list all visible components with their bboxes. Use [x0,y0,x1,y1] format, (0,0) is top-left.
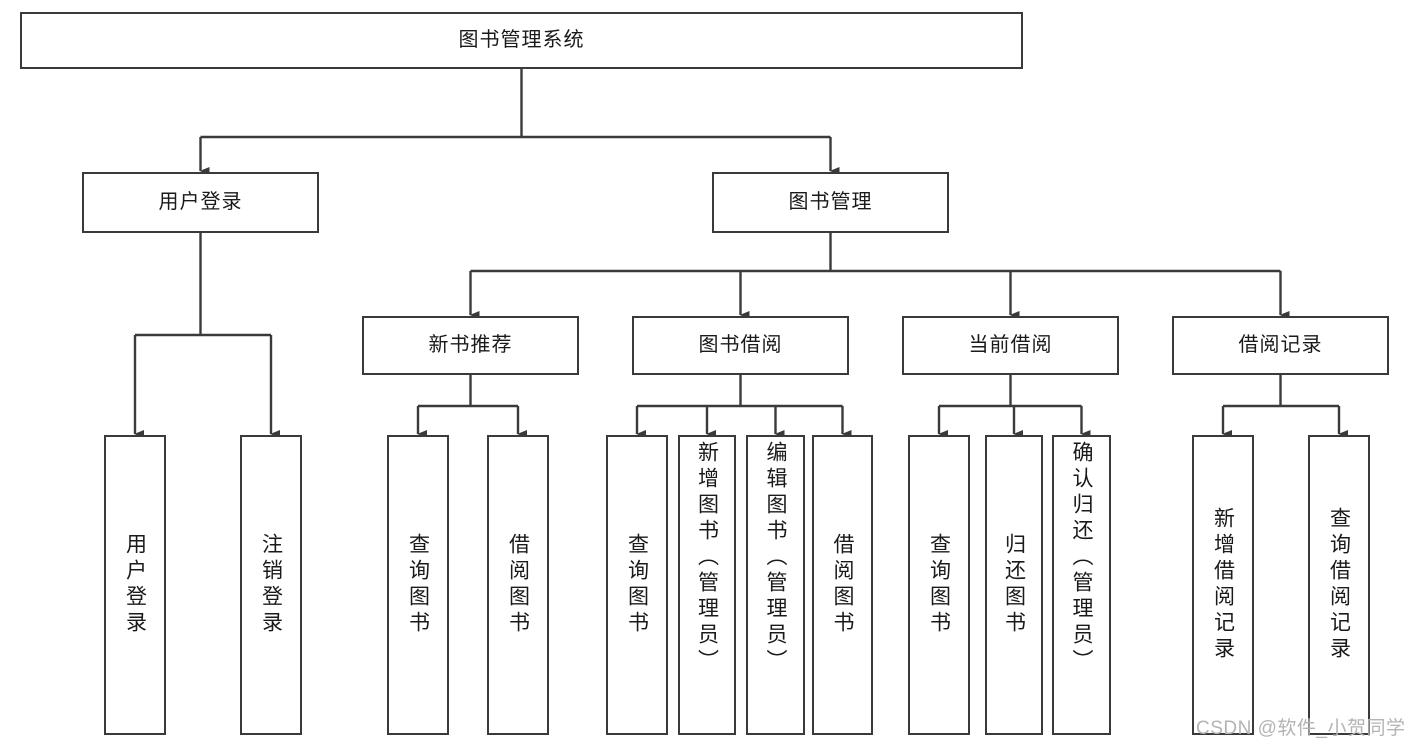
node-label: 查询图书 [625,533,649,637]
node-current-borrow[interactable]: 当前借阅 [902,316,1119,375]
node-root[interactable]: 图书管理系统 [20,12,1023,69]
node-label: 图书管理系统 [458,29,585,52]
node-user-login[interactable]: 用户登录 [82,172,319,233]
node-label: 当前借阅 [968,334,1053,357]
node-label: 查询借阅记录 [1327,507,1351,663]
node-label: 查询图书 [927,533,951,637]
node-label: 图书管理 [788,191,873,214]
node-label: 图书借阅 [698,334,783,357]
node-leaf-query-book-3[interactable]: 查询图书 [908,435,970,735]
node-book-manage[interactable]: 图书管理 [712,172,949,233]
node-leaf-add-record[interactable]: 新增借阅记录 [1192,435,1254,735]
node-leaf-user-login[interactable]: 用户登录 [104,435,166,735]
node-label: 确认归还（管理员） [1070,441,1093,675]
node-leaf-return-book[interactable]: 归还图书 [985,435,1043,735]
node-label: 新书推荐 [428,334,513,357]
node-label: 借阅记录 [1238,334,1323,357]
node-label: 注销登录 [259,533,283,637]
node-label: 用户登录 [158,191,243,214]
node-leaf-borrow-book-1[interactable]: 借阅图书 [487,435,549,735]
node-leaf-add-book[interactable]: 新增图书（管理员） [678,435,736,735]
node-new-book-rec[interactable]: 新书推荐 [362,316,579,375]
node-label: 编辑图书（管理员） [764,441,787,675]
node-label: 新增图书（管理员） [695,441,719,675]
node-label: 归还图书 [1002,533,1026,637]
node-label: 用户登录 [123,533,147,637]
node-leaf-confirm-return[interactable]: 确认归还（管理员） [1052,435,1111,735]
node-borrow-record[interactable]: 借阅记录 [1172,316,1389,375]
node-label: 新增借阅记录 [1211,507,1235,663]
node-label: 查询图书 [406,533,430,637]
node-leaf-query-record[interactable]: 查询借阅记录 [1308,435,1370,735]
node-leaf-borrow-book-2[interactable]: 借阅图书 [812,435,873,735]
node-leaf-query-book-2[interactable]: 查询图书 [606,435,668,735]
node-book-borrow[interactable]: 图书借阅 [632,316,849,375]
node-leaf-query-book-1[interactable]: 查询图书 [387,435,449,735]
node-leaf-logout[interactable]: 注销登录 [240,435,302,735]
node-label: 借阅图书 [506,533,530,637]
csdn-watermark: CSDN @软件_小贺同学 [1196,718,1405,739]
node-label: 借阅图书 [831,533,854,637]
node-leaf-edit-book[interactable]: 编辑图书（管理员） [746,435,805,735]
